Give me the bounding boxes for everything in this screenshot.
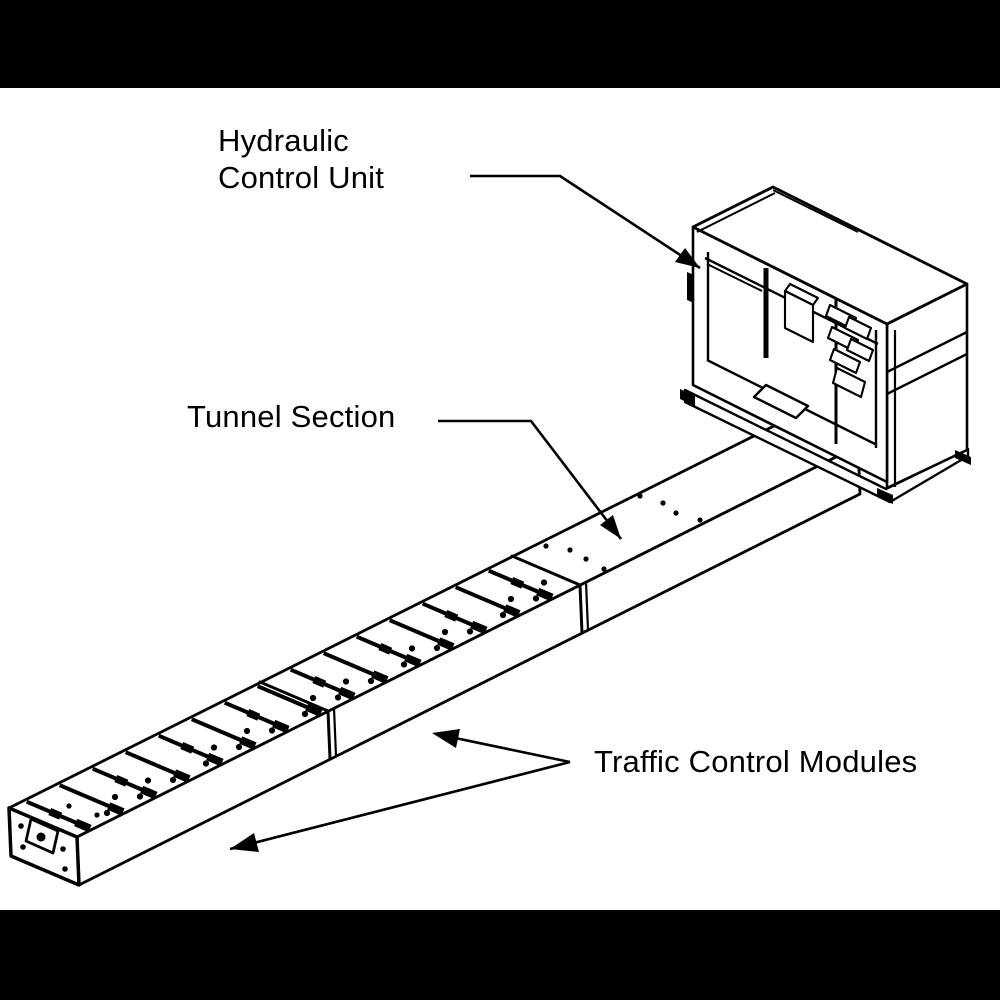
tunnel-section-holes — [66, 493, 703, 818]
tooth-bar — [180, 742, 195, 754]
hydraulic-control-unit-cabinet — [680, 185, 971, 504]
tooth-bar — [338, 686, 356, 701]
track-assembly — [7, 416, 862, 887]
tooth-bar — [140, 785, 158, 800]
tooth-bar — [503, 604, 521, 618]
arrowhead-icon — [432, 729, 460, 748]
hydraulic-label-line1: Hydraulic — [218, 123, 350, 158]
bolt-dot — [268, 727, 276, 734]
tooth-bar — [437, 637, 455, 651]
bolt-dot — [367, 677, 375, 685]
bolt-dot — [466, 628, 474, 635]
bolt-dot — [235, 743, 243, 751]
cabinet-hinge — [687, 272, 694, 303]
bolt-dot — [309, 694, 317, 702]
tooth-bar — [388, 618, 448, 647]
leader-hydraulic-control-unit — [470, 174, 701, 270]
tooth-bar — [454, 585, 514, 614]
tooth-bar — [510, 577, 525, 589]
arrowhead-icon — [230, 833, 259, 852]
cabinet-internal-components — [752, 282, 875, 420]
bolt-dot — [532, 595, 540, 602]
tooth-bar — [74, 818, 92, 833]
tooth-bar — [470, 620, 488, 635]
bolt-dot — [540, 579, 548, 586]
tooth-bar — [322, 651, 382, 680]
tooth-bar — [58, 783, 118, 812]
bolt-dot — [301, 710, 309, 718]
traffic-control-modules-label: Traffic Control Modules — [594, 744, 918, 779]
bolt-dot — [400, 661, 408, 668]
bolt-dot — [210, 744, 218, 751]
tooth-bar — [48, 808, 63, 820]
bolt-dot — [408, 645, 416, 652]
callouts — [229, 174, 701, 852]
module-joint-1 — [258, 680, 338, 761]
bolt-dot — [499, 611, 507, 619]
end-face-bolts — [18, 823, 68, 872]
tooth-bar — [305, 703, 323, 717]
arrowhead-icon — [600, 515, 621, 539]
module-joint-2 — [510, 554, 590, 635]
bolt-dot — [136, 793, 144, 800]
tooth-bar — [124, 750, 184, 779]
bolt-dot — [111, 793, 119, 801]
tooth-bar — [114, 775, 129, 787]
tooth-bar — [173, 769, 191, 783]
traffic-control-teeth — [25, 568, 554, 833]
tooth-bar — [239, 736, 257, 750]
bolt-dot — [441, 628, 449, 636]
tooth-bar — [404, 653, 422, 668]
bolt-dot — [433, 644, 441, 652]
bolt-dot — [202, 760, 210, 767]
tooth-bar — [312, 676, 327, 688]
tunnel-section-label: Tunnel Section — [187, 399, 396, 434]
hydraulic-label-line2: Control Unit — [218, 160, 385, 195]
tooth-bar — [190, 717, 250, 746]
hydraulic-control-unit-label: Hydraulic Control Unit — [218, 122, 384, 196]
bolt-dot — [144, 777, 152, 784]
tooth-bar — [107, 802, 125, 816]
tooth-bar — [256, 684, 316, 713]
bolt-dot — [507, 595, 515, 603]
bolt-dot — [169, 776, 177, 784]
bolt-dot — [334, 694, 342, 701]
leader-traffic-modules-upper — [435, 732, 571, 764]
bolt-dot — [243, 727, 251, 735]
tooth-bar — [272, 719, 290, 734]
tooth-bar — [378, 643, 393, 655]
tooth-bar — [246, 709, 261, 721]
tooth-bar — [206, 752, 224, 767]
tooth-bar — [444, 610, 459, 622]
cabinet-feet — [680, 389, 971, 504]
bolt-dot — [103, 809, 111, 817]
tooth-bar — [536, 587, 554, 602]
arrowhead-icon — [675, 248, 700, 268]
leader-tunnel-section — [438, 419, 623, 540]
cabinet-top-face — [691, 185, 969, 326]
bolt-dot — [342, 678, 350, 685]
tunnel-bore — [36, 832, 46, 842]
tooth-bar — [371, 670, 389, 684]
floor-hatch — [752, 383, 810, 420]
leader-traffic-modules-lower — [229, 760, 571, 851]
